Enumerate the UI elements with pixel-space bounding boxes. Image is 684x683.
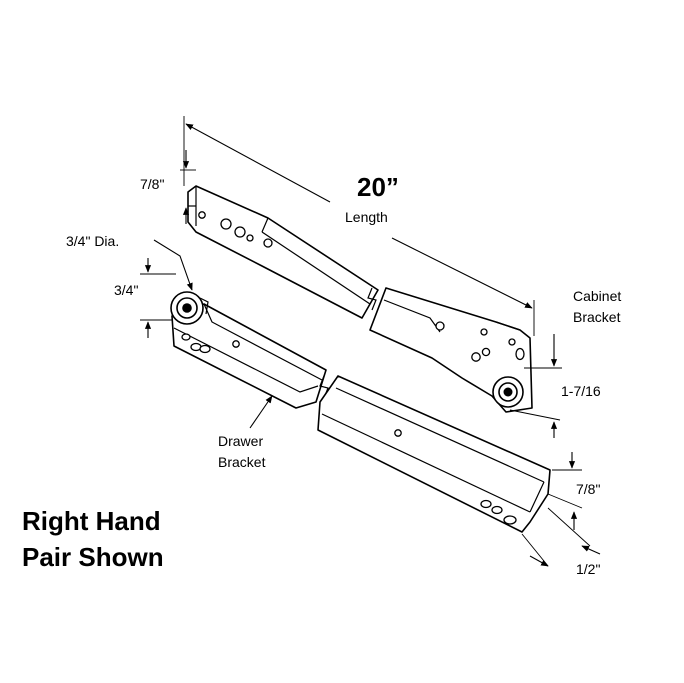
top-height-label: 7/8" — [140, 176, 164, 192]
cabinet-height-label: 1-7/16 — [561, 383, 601, 399]
drawer-bracket — [170, 291, 551, 533]
drawer-bracket-label-line1: Drawer — [218, 433, 263, 449]
length-dimension — [183, 116, 535, 336]
wheel-height-label: 3/4" — [114, 282, 138, 298]
caption-line1: Right Hand — [22, 506, 161, 536]
drawer-bracket-label-line2: Bracket — [218, 454, 266, 470]
wheel-dia-leader — [153, 239, 193, 291]
cabinet-height-dimension — [509, 334, 562, 438]
cabinet-bracket-left-section — [187, 185, 379, 319]
cabinet-bracket-label-line2: Bracket — [573, 309, 621, 325]
bottom-width-label: 1/2" — [576, 561, 600, 577]
drawer-bracket-wheel — [170, 291, 209, 325]
caption-line2: Pair Shown — [22, 542, 164, 572]
bottom-width-dimension — [521, 507, 601, 567]
length-value: 20” — [357, 172, 399, 202]
drawer-bracket-right-section — [317, 375, 551, 533]
length-label: Length — [345, 209, 388, 225]
bottom-height-label: 7/8" — [576, 481, 600, 497]
bottom-height-dimension — [547, 452, 583, 530]
cabinet-bracket-wheel — [492, 376, 524, 408]
wheel-dia-label: 3/4" Dia. — [66, 233, 119, 249]
top-height-dimension — [180, 150, 196, 224]
drawer-bracket-leader — [249, 395, 273, 429]
cabinet-bracket-label-line1: Cabinet — [573, 288, 621, 304]
cabinet-bracket — [187, 185, 533, 413]
wheel-height-dimension — [140, 258, 176, 338]
